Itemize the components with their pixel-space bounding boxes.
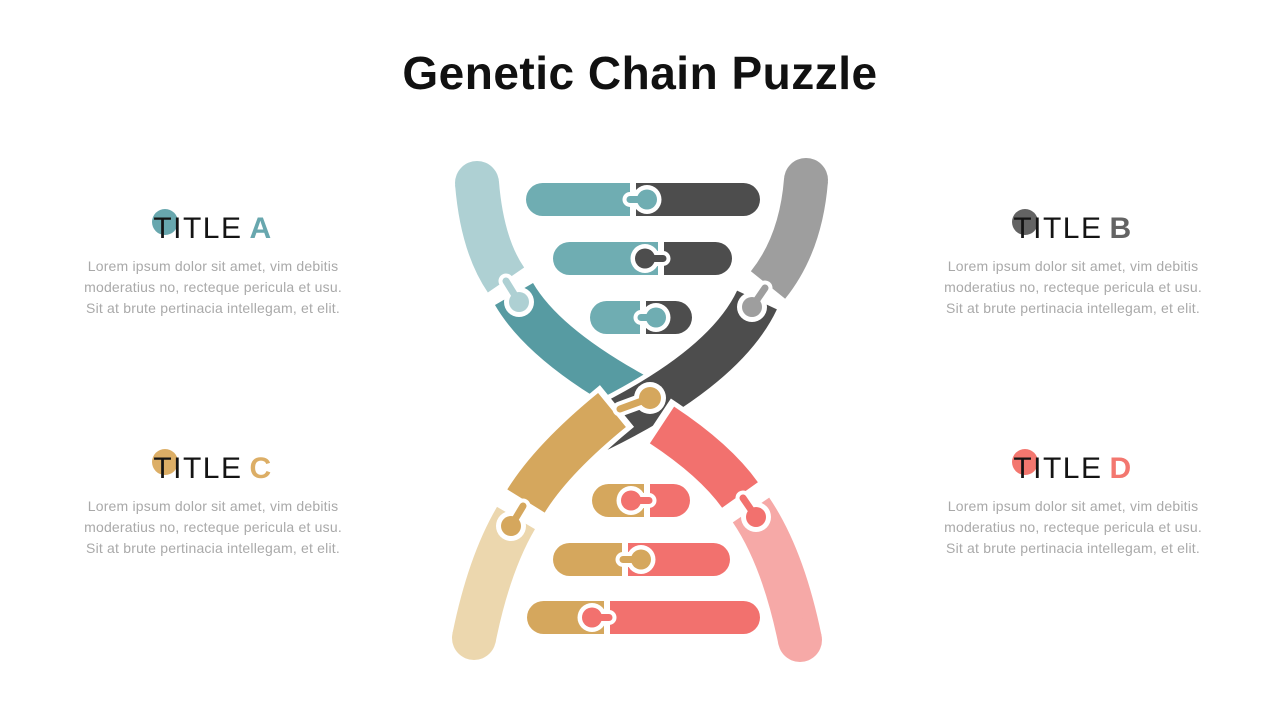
section-b-body: Lorem ipsum dolor sit amet, vim debitis … (933, 256, 1213, 319)
strand-coral-end-cap (778, 618, 822, 662)
section-b-title-label: TITLE (1013, 212, 1103, 245)
strand-tan-dark-piece (507, 392, 626, 513)
rung-3-left-piece (590, 301, 640, 334)
section-a-dot (152, 209, 178, 235)
strand-tan-end-cap (452, 616, 496, 660)
body-line: Lorem ipsum dolor sit amet, vim debitis (947, 498, 1199, 514)
section-c-title-letter: C (249, 452, 273, 485)
dna-helix-illustration (447, 153, 833, 667)
section-c-title-label: TITLE (153, 452, 243, 485)
strand-teal-end-cap (455, 161, 499, 205)
section-d-body: Lorem ipsum dolor sit amet, vim debitis … (933, 496, 1213, 559)
slide-title: Genetic Chain Puzzle (402, 47, 878, 99)
body-line: Sit at brute pertinacia intellegam, et e… (86, 540, 340, 556)
strand-tan-joint-ball (501, 516, 521, 536)
section-d-title-label: TITLE (1013, 452, 1103, 485)
rung-4 (592, 484, 691, 517)
rung-1-left-piece (526, 183, 630, 216)
body-line: moderatius no, recteque pericula et usu. (944, 519, 1202, 535)
rung-5-right-piece (628, 543, 730, 576)
section-a-title-label: TITLE (153, 212, 243, 245)
section-c-dot (152, 449, 178, 475)
rung-6-right-piece (610, 601, 760, 634)
section-b-dot (1012, 209, 1038, 235)
section-a-body: Lorem ipsum dolor sit amet, vim debitis … (73, 256, 353, 319)
section-d-title-letter: D (1109, 452, 1133, 485)
strand-gray-end-cap (784, 158, 828, 202)
rung-1-right-piece (636, 183, 760, 216)
strand-gray-joint-ball (742, 297, 762, 317)
section-c-body: Lorem ipsum dolor sit amet, vim debitis … (73, 496, 353, 559)
rung-6 (527, 601, 760, 634)
section-a-title-letter: A (249, 212, 273, 245)
rung-5-left-piece (553, 543, 622, 576)
rung-3 (590, 301, 693, 334)
body-line: Sit at brute pertinacia intellegam, et e… (946, 540, 1200, 556)
body-line: Sit at brute pertinacia intellegam, et e… (946, 300, 1200, 316)
rung-2-right-piece (664, 242, 732, 275)
strand-teal-joint-ball (509, 292, 529, 312)
body-line: moderatius no, recteque pericula et usu. (84, 279, 342, 295)
rung-2 (553, 242, 732, 275)
rung-4-connector-ball (621, 490, 641, 511)
rung-4-right-piece (650, 484, 691, 517)
strand-coral-joint-ball (746, 507, 766, 527)
rung-2-connector-ball (635, 248, 655, 269)
section-b-title-letter: B (1109, 212, 1133, 245)
body-line: Lorem ipsum dolor sit amet, vim debitis (87, 258, 339, 274)
strand-coral (640, 398, 827, 667)
section-d-dot (1012, 449, 1038, 475)
body-line: moderatius no, recteque pericula et usu. (944, 279, 1202, 295)
rung-1 (526, 183, 760, 216)
rung-1-connector-ball (637, 189, 657, 210)
strand-coral-dark-piece (649, 406, 758, 509)
body-line: moderatius no, recteque pericula et usu. (84, 519, 342, 535)
rung-2-left-piece (553, 242, 658, 275)
rung-5-connector-ball (631, 549, 651, 570)
body-line: Sit at brute pertinacia intellegam, et e… (86, 300, 340, 316)
rung-3-connector-ball (646, 307, 666, 328)
center-joint-ball (639, 387, 661, 409)
rung-6-connector-ball (582, 607, 602, 628)
body-line: Lorem ipsum dolor sit amet, vim debitis (87, 498, 339, 514)
body-line: Lorem ipsum dolor sit amet, vim debitis (947, 258, 1199, 274)
strand-teal (455, 161, 644, 414)
rung-5 (553, 543, 730, 576)
strand-tan (447, 382, 666, 665)
